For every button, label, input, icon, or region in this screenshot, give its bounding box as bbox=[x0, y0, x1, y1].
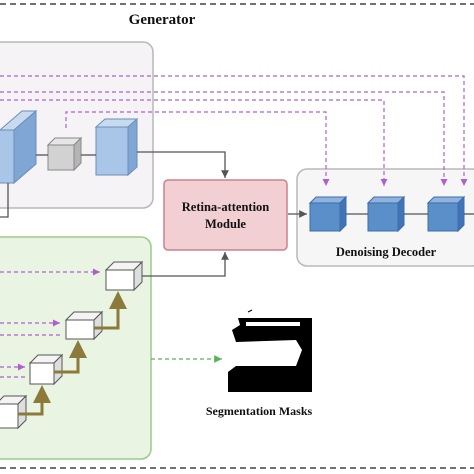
encoder-cube-blue-icon bbox=[94, 117, 139, 177]
skip-connection-2 bbox=[0, 91, 448, 186]
retina-module-label-line2: Module bbox=[205, 217, 246, 231]
encoder-feedback-line bbox=[0, 183, 9, 218]
noise-cube-1-icon bbox=[0, 394, 28, 430]
decoder-cube-3-icon bbox=[426, 195, 466, 233]
segmentation-mask-icon bbox=[224, 309, 316, 396]
noise-cube-3-icon bbox=[64, 310, 104, 341]
noise-connector-3 bbox=[94, 291, 127, 330]
skip-connection-1 bbox=[0, 75, 468, 186]
decoder-cube-2-icon bbox=[366, 195, 406, 233]
title: Generator bbox=[129, 12, 196, 28]
skip-connection-4 bbox=[65, 111, 330, 186]
decoder-cube-1-icon bbox=[308, 195, 348, 233]
noise-cube-2-icon bbox=[28, 353, 64, 386]
noise-connector-1 bbox=[18, 385, 51, 416]
noise-to-retina-arrow bbox=[140, 252, 229, 277]
decoder-label: Denoising Decoder bbox=[336, 245, 437, 259]
noise-connector-2 bbox=[54, 340, 87, 374]
encoder-cube-large-icon bbox=[0, 109, 38, 185]
retina-attention-module bbox=[163, 179, 288, 251]
segmentation-masks-label: Segmentation Masks bbox=[206, 404, 313, 418]
encoder-to-retina-arrow bbox=[137, 151, 229, 178]
skip-connection-3 bbox=[0, 99, 388, 186]
noise-cube-4-icon bbox=[104, 260, 144, 292]
retina-module-label-line1: Retina-attention bbox=[182, 200, 270, 214]
encoder-cube-gray-icon bbox=[46, 136, 83, 172]
